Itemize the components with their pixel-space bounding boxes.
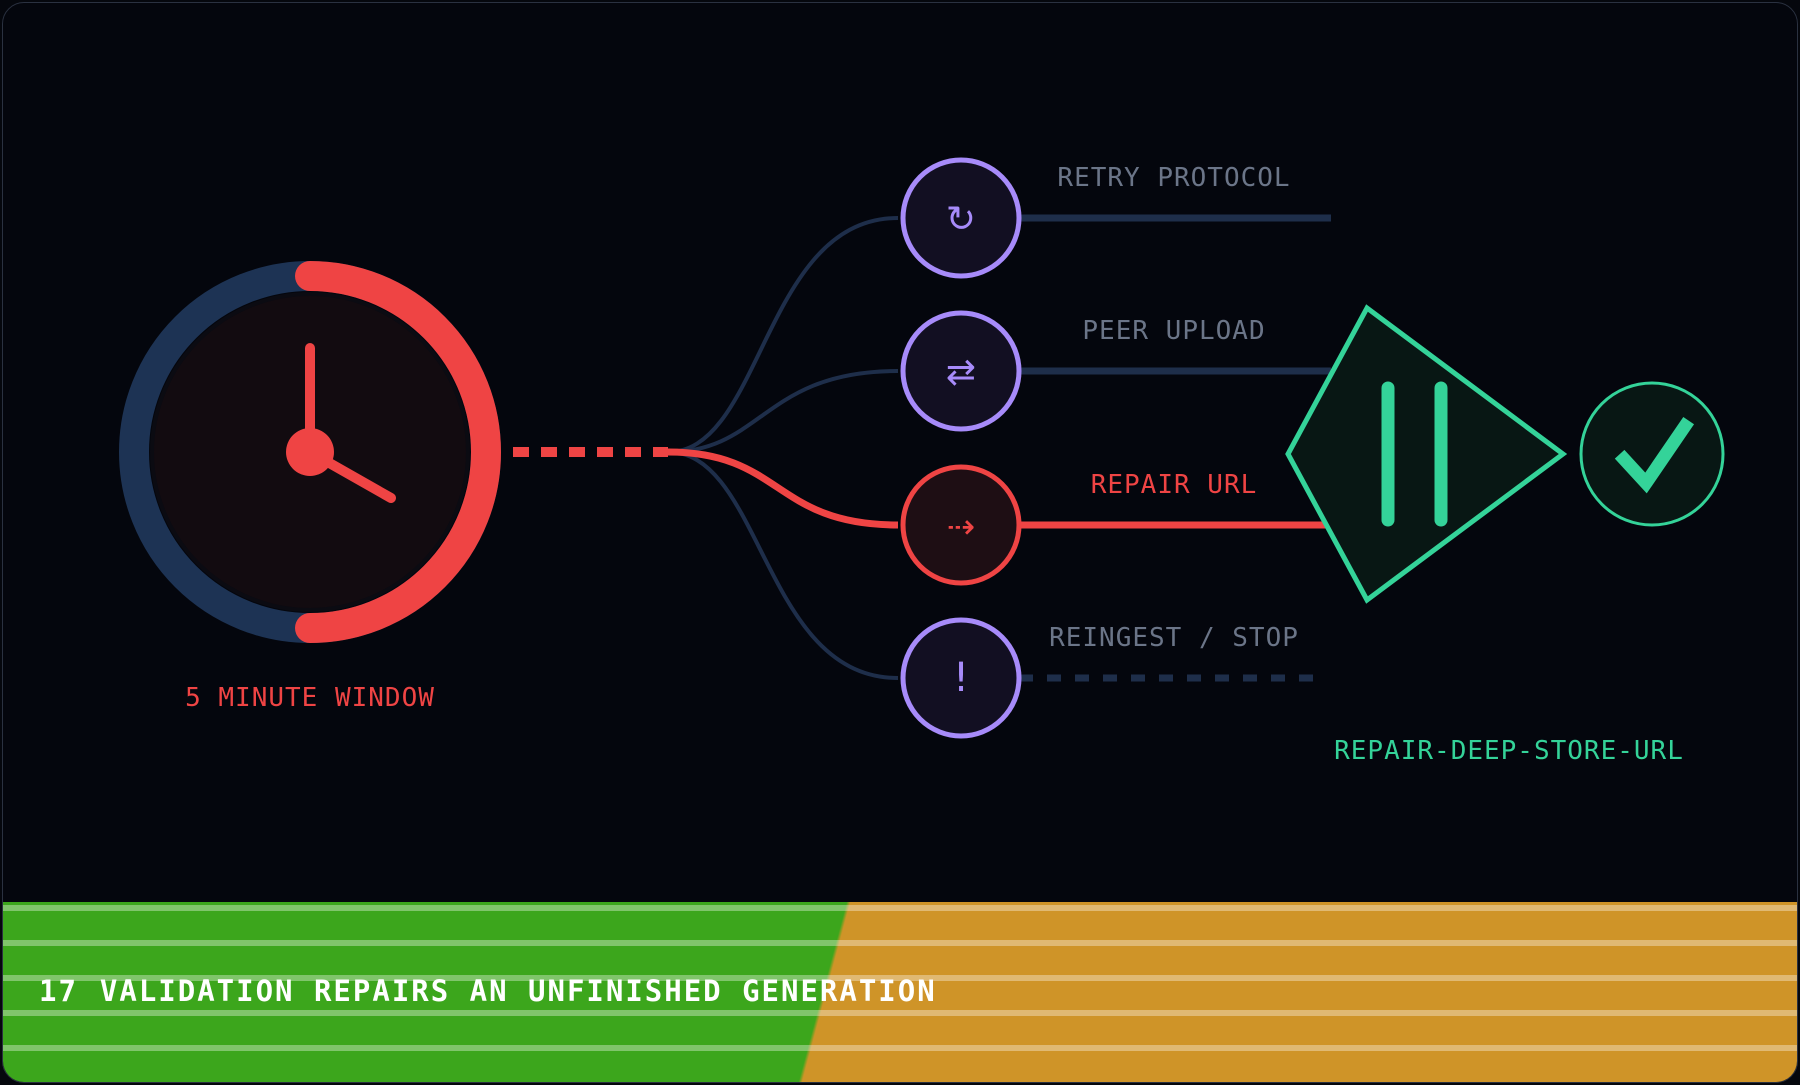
exclamation-icon: ! bbox=[953, 655, 969, 701]
swap-arrows-icon: ⇄ bbox=[946, 352, 976, 393]
footer-number: 17 bbox=[39, 974, 78, 1008]
branch-node-reingest: ! bbox=[900, 617, 1022, 739]
branch-node-retry: ↻ bbox=[900, 157, 1022, 279]
branch-label-reingest: REINGEST / STOP bbox=[1049, 623, 1299, 653]
footer-banner: 17 VALIDATION REPAIRS AN UNFINISHED GENER… bbox=[3, 902, 1797, 1082]
branch-curve-retry bbox=[667, 216, 899, 454]
retry-icon: ↻ bbox=[946, 199, 976, 240]
result-node bbox=[1579, 381, 1725, 527]
branch-curve-reingest bbox=[667, 450, 899, 680]
branch-label-peer: PEER UPLOAD bbox=[1082, 316, 1265, 346]
clock-center bbox=[286, 428, 334, 476]
timer-clock bbox=[119, 261, 501, 643]
branch-curve-peer bbox=[667, 369, 899, 454]
dashed-arrow-icon: ⇢ bbox=[947, 507, 976, 547]
branch-node-peer: ⇄ bbox=[900, 310, 1022, 432]
branch-curve-repair bbox=[667, 448, 899, 529]
checkmark-icon bbox=[1614, 416, 1695, 494]
validation-gate bbox=[1285, 304, 1568, 604]
pause-icon bbox=[1381, 381, 1448, 527]
branch-label-repair: REPAIR URL bbox=[1091, 470, 1258, 500]
timer-progress-arc bbox=[295, 261, 501, 643]
branch-label-retry: RETRY PROTOCOL bbox=[1057, 163, 1290, 193]
gate-diamond bbox=[1285, 304, 1568, 604]
flow-diagram: 5 MINUTE WINDOW ↻ ⇄ ⇢ ! RETRY bbox=[119, 157, 1725, 766]
result-label: REPAIR-DEEP-STORE-URL bbox=[1334, 736, 1684, 766]
branch-node-repair: ⇢ bbox=[900, 464, 1022, 586]
footer-title: 17 VALIDATION REPAIRS AN UNFINISHED GENER… bbox=[39, 974, 959, 1008]
timer-label: 5 MINUTE WINDOW bbox=[185, 683, 435, 713]
footer-text: VALIDATION REPAIRS AN UNFINISHED GENERAT… bbox=[99, 974, 937, 1008]
